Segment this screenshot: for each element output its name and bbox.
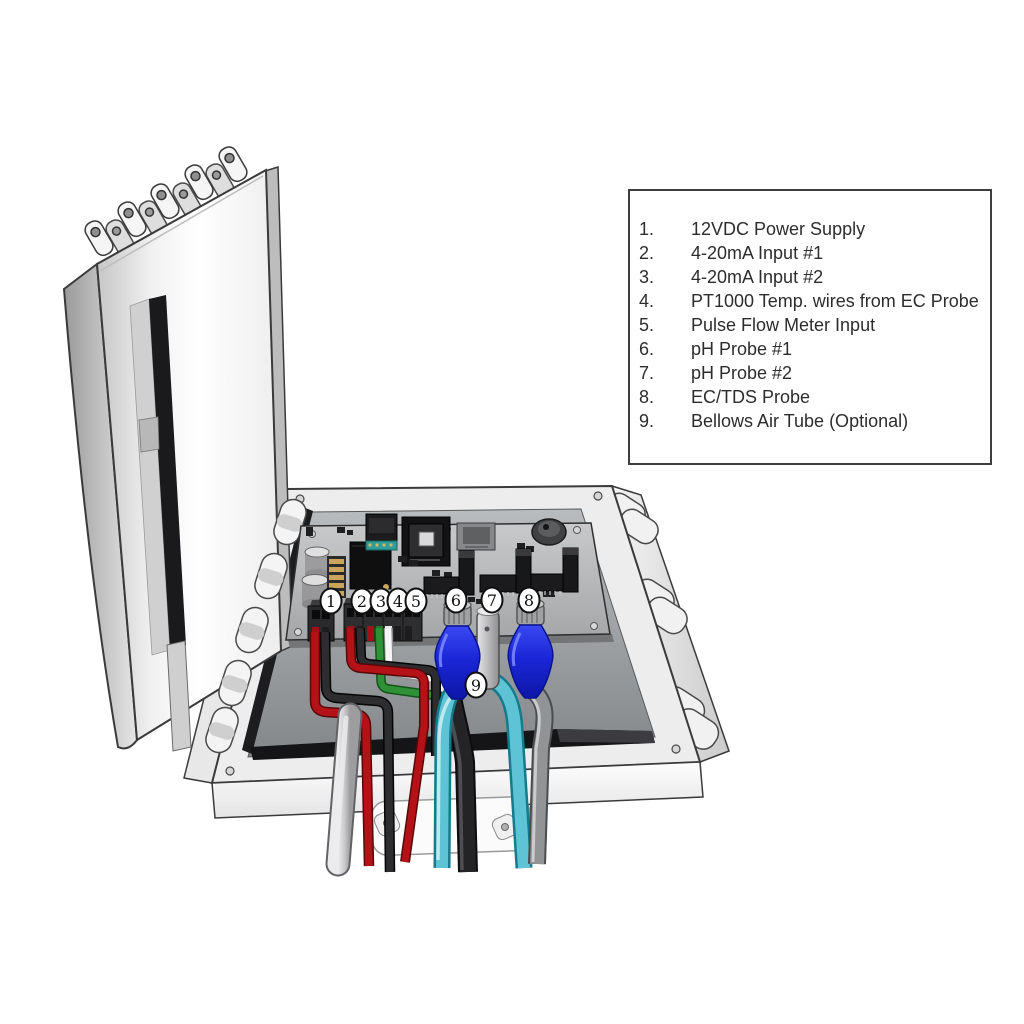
callouts: 1 2 3 4 5 6 7 8 9 [319, 586, 541, 699]
legend-item-number: 9. [639, 411, 655, 431]
passive-components [306, 527, 555, 604]
svg-text:7: 7 [487, 591, 497, 610]
wire-black-power [319, 631, 396, 873]
legend-item: 8. EC/TDS Probe [630, 385, 990, 409]
callout-2: 2 [350, 587, 374, 615]
svg-text:4: 4 [393, 592, 403, 611]
callout-8: 8 [517, 586, 541, 614]
legend-item-text: 12VDC Power Supply [691, 219, 866, 239]
svg-text:1: 1 [326, 592, 336, 611]
svg-text:3: 3 [376, 592, 386, 611]
svg-text:5: 5 [411, 592, 421, 611]
legend-item-number: 6. [639, 339, 655, 359]
lid-rim-line [99, 175, 264, 272]
legend-item-text: EC/TDS Probe [691, 387, 811, 407]
lid-lower-clamp [166, 640, 192, 752]
legend-item-number: 3. [639, 267, 655, 287]
callout-7: 7 [480, 586, 504, 614]
legend-item-text: pH Probe #1 [691, 339, 793, 359]
wire-green-pt1000 [374, 627, 461, 704]
buzzer [531, 518, 567, 546]
wire-red-input1 [345, 627, 429, 863]
legend-item: 3. 4-20mA Input #2 [630, 265, 990, 289]
lid-latch-tabs-back [105, 163, 235, 256]
callout-6: 6 [444, 586, 468, 614]
enclosure-lid [62, 146, 293, 752]
legend-item-text: 4-20mA Input #2 [691, 267, 824, 287]
sim-socket [456, 522, 496, 551]
callout-1: 1 [319, 587, 343, 615]
teal-connector-module [365, 513, 398, 551]
lid-outer-band [62, 262, 139, 750]
svg-text:6: 6 [451, 591, 461, 610]
legend-item: 2. 4-20mA Input #1 [630, 241, 990, 265]
legend-item-number: 2. [639, 243, 655, 263]
legend-item-number: 7. [639, 363, 655, 383]
legend-item-number: 4. [639, 291, 655, 311]
lid-stripe-dark [149, 295, 186, 650]
svg-text:2: 2 [357, 592, 367, 611]
legend-item-text: Pulse Flow Meter Input [691, 315, 876, 335]
legend-item: 4. PT1000 Temp. wires from EC Probe [630, 289, 990, 313]
legend-item: 5. Pulse Flow Meter Input [630, 313, 990, 337]
legend-item-number: 8. [639, 387, 655, 407]
svg-text:8: 8 [524, 591, 534, 610]
standing-headers [458, 547, 579, 596]
hinge-knuckles [205, 498, 307, 754]
processor-module [401, 516, 451, 567]
legend-item-text: pH Probe #2 [691, 363, 793, 383]
gray-rod [325, 702, 363, 877]
legend-item-text: Bellows Air Tube (Optional) [691, 411, 909, 431]
svg-text:9: 9 [471, 676, 481, 695]
lid-stripe-notch [138, 416, 160, 453]
legend-item: 7. pH Probe #2 [630, 361, 990, 385]
legend-item-number: 1. [639, 219, 655, 239]
legend-box: 1. 12VDC Power Supply 2. 4-20mA Input #1 3… [628, 189, 992, 465]
legend-item: 9. Bellows Air Tube (Optional) [630, 409, 990, 433]
legend-item: 6. pH Probe #1 [630, 337, 990, 361]
legend-item: 1. 12VDC Power Supply [630, 217, 990, 241]
seal-strip-front-right [557, 729, 655, 743]
mounting-bracket [370, 796, 532, 856]
legend-item-text: PT1000 Temp. wires from EC Probe [691, 291, 979, 311]
lid-latch-tabs [84, 146, 248, 257]
legend-item-number: 5. [639, 315, 655, 335]
callout-9: 9 [464, 671, 488, 699]
callout-5: 5 [404, 587, 428, 615]
legend-item-text: 4-20mA Input #1 [691, 243, 824, 263]
